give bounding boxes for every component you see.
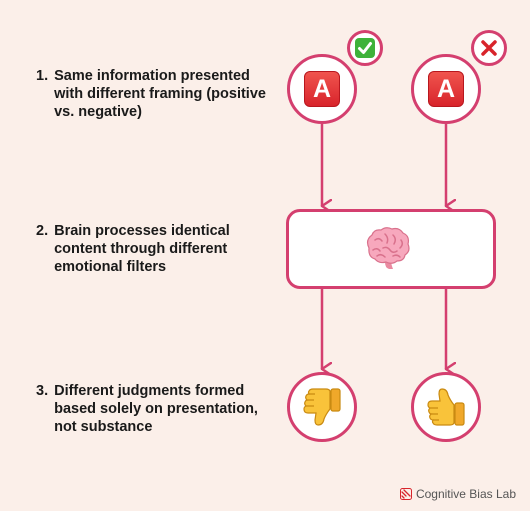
brain-processing-box (286, 209, 496, 289)
step-2-label: 2. Brain processes identical content thr… (36, 222, 266, 276)
step-3-text: Different judgments formed based solely … (54, 383, 258, 435)
step-3-number: 3. (36, 383, 49, 399)
positive-frame-node: A (287, 54, 357, 124)
thumbs-down-icon (303, 388, 341, 426)
brand-name: Cognitive Bias Lab (415, 487, 516, 501)
negative-judgment-node (287, 372, 357, 442)
positive-judgment-node (411, 372, 481, 442)
step-1-label: 1. Same information presented with diffe… (36, 67, 266, 121)
step-2-number: 2. (36, 223, 49, 239)
step-2-text: Brain processes identical content throug… (54, 223, 230, 275)
thumbs-up-icon (427, 388, 465, 426)
brand-footer: Cognitive Bias Lab (399, 487, 516, 501)
brand-logo-icon (399, 488, 412, 500)
brain-icon (366, 227, 410, 269)
cross-mark-icon (471, 30, 507, 66)
step-1-number: 1. (36, 68, 49, 84)
letter-a-icon: A (428, 71, 464, 107)
check-mark-icon (347, 30, 383, 66)
letter-a-icon: A (304, 71, 340, 107)
negative-frame-node: A (411, 54, 481, 124)
step-1-text: Same information presented with differen… (54, 68, 266, 120)
step-3-label: 3. Different judgments formed based sole… (36, 382, 266, 436)
